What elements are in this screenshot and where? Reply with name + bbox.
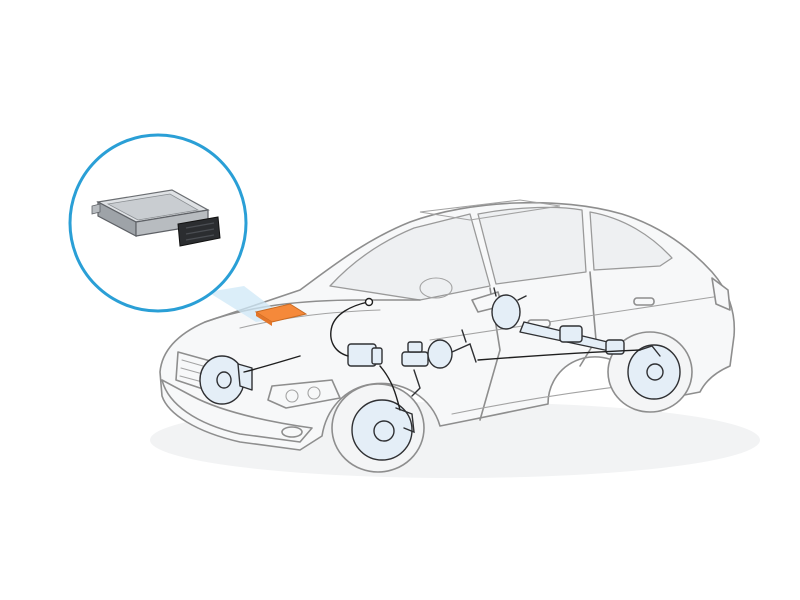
rear-wheel: [607, 331, 693, 413]
brake-pedal-linkage: [451, 329, 477, 363]
tail-light: [711, 277, 731, 311]
brake-booster: [427, 339, 453, 369]
car-body: [159, 199, 736, 451]
front-brake-caliper: [237, 363, 253, 391]
front-wheel-brake-disc: [351, 399, 413, 461]
rear-wheel-brake-disc: [627, 344, 681, 400]
sensor-point: [364, 297, 374, 307]
ecu-mounting-tab: [91, 203, 101, 215]
headlight: [267, 379, 341, 409]
rear-door-handle: [633, 297, 655, 306]
headlight-lens-2: [307, 386, 321, 400]
control-module-closeup: [91, 189, 221, 247]
steering-wheel: [419, 277, 453, 299]
brake-fluid-reservoir: [407, 341, 423, 353]
rear-booster-bracket: [493, 287, 527, 301]
sensor-wire-ecu: [330, 301, 369, 357]
pedal-bracket: [411, 369, 421, 397]
wiring: [243, 297, 641, 411]
front-brake-disc-hub: [216, 371, 232, 389]
control-module-side: [256, 312, 272, 326]
rear-wheel-sensor-wire: [477, 349, 641, 361]
brake-master-cylinder: [401, 351, 429, 367]
ecu-connector-ridges: [185, 222, 215, 241]
front-brake-disc: [199, 355, 245, 405]
rear-wheel-caliper: [639, 345, 661, 357]
hood-crease: [239, 309, 381, 329]
front-wheel: [331, 383, 425, 473]
callout: [68, 133, 248, 313]
headlight-lens: [285, 389, 299, 403]
windshield: [329, 213, 491, 301]
front-side-window: [477, 206, 587, 285]
hydraulic-unit-block: [371, 347, 383, 365]
fog-light: [281, 426, 303, 438]
rear-vacuum-booster: [491, 294, 521, 330]
front-wheel-hub: [373, 420, 395, 442]
rear-wheel-hub: [646, 363, 664, 381]
front-bumper: [161, 379, 313, 443]
rear-side-window: [589, 211, 673, 271]
drive-shaft-joint: [559, 325, 583, 343]
sunroof: [419, 199, 561, 221]
control-module: [254, 303, 308, 323]
front-wheel-sensor-wire: [379, 365, 401, 411]
ecu-top-recess: [106, 193, 200, 221]
front-disc-sensor-wire: [243, 355, 301, 373]
side-crease: [429, 295, 721, 341]
front-wheel-caliper: [395, 407, 415, 434]
hood-line: [204, 299, 421, 323]
brake-components: [199, 287, 625, 405]
